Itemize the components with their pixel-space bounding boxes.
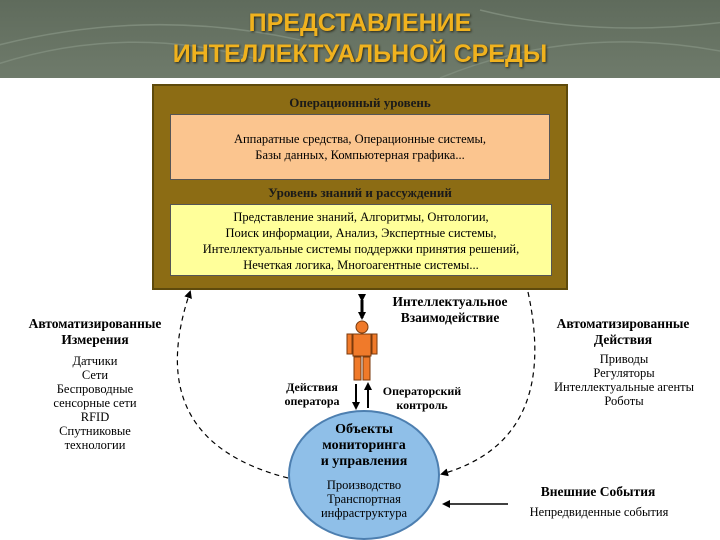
- levels-frame: Операционный уровень Аппаратные средства…: [152, 84, 568, 290]
- knowledge-level-label: Уровень знаний и рассуждений: [268, 185, 452, 200]
- list-item: Беспроводные: [56, 382, 134, 396]
- list-item: Интеллектуальные агенты: [553, 380, 694, 394]
- measurement-loop-arrow: [176, 290, 289, 479]
- knowledge-item: Поиск информации, Анализ, Экспертные сис…: [225, 226, 497, 240]
- operator-control-line-2: контроль: [396, 398, 448, 412]
- operational-item: Аппаратные средства, Операционные систем…: [233, 132, 487, 146]
- objects-title-line-3: и управления: [320, 454, 408, 469]
- actions-list: Приводы Регуляторы Интеллектуальные аген…: [536, 352, 712, 408]
- person-icon: [346, 320, 378, 381]
- title-line-2: ИНТЕЛЛЕКТУАЛЬНОЙ СРЕДЫ: [172, 40, 548, 68]
- operator-actions-line-2: оператора: [284, 394, 340, 408]
- title-line-1: ПРЕДСТАВЛЕНИЕ: [248, 9, 472, 37]
- operational-level-label: Операционный уровень: [289, 95, 431, 110]
- list-item: Транспортная: [327, 492, 401, 506]
- measurements-title: Автоматизированные Измерения: [0, 316, 190, 348]
- knowledge-level-box: Представление знаний, Алгоритмы, Онтолог…: [170, 204, 552, 276]
- measurements-title-line-2: Измерения: [61, 332, 129, 347]
- operator-actions-line-1: Действия: [286, 380, 338, 394]
- header-bar: ПРЕДСТАВЛЕНИЕ ИНТЕЛЛЕКТУАЛЬНОЙ СРЕДЫ: [0, 0, 720, 78]
- list-item: инфраструктура: [320, 506, 408, 520]
- list-item: сенсорные сети: [53, 396, 137, 410]
- page-title: ПРЕДСТАВЛЕНИЕ ИНТЕЛЛЕКТУАЛЬНОЙ СРЕДЫ: [0, 8, 720, 70]
- list-item: Производство: [326, 478, 402, 492]
- list-item: Приводы: [599, 352, 649, 366]
- interaction-line-2: Взаимодействие: [400, 310, 500, 325]
- knowledge-item: Представление знаний, Алгоритмы, Онтолог…: [233, 210, 489, 224]
- objects-title: Объекты мониторинга и управления: [288, 422, 440, 470]
- operational-level-box: Аппаратные средства, Операционные систем…: [170, 114, 550, 180]
- operator-control-label: Операторский контроль: [372, 384, 472, 412]
- measurements-list: Датчики Сети Беспроводные сенсорные сети…: [20, 354, 170, 452]
- knowledge-item: Интеллектуальные системы поддержки приня…: [202, 242, 520, 256]
- operator-control-line-1: Операторский: [382, 384, 462, 398]
- actions-title: Автоматизированные Действия: [528, 316, 718, 348]
- objects-title-line-2: мониторинга: [322, 438, 406, 453]
- measurements-title-line-1: Автоматизированные: [28, 316, 162, 331]
- external-events-subtitle: Непредвиденные события: [529, 505, 669, 519]
- list-item: Спутниковые: [59, 424, 131, 438]
- list-item: технологии: [64, 438, 126, 452]
- operational-item: Базы данных, Компьютерная графика...: [255, 148, 465, 162]
- list-item: Регуляторы: [593, 366, 655, 380]
- external-events-title: Внешние События: [540, 484, 656, 499]
- header-decoration: [0, 9, 720, 78]
- interaction-label: Интеллектуальное Взаимодействие: [370, 294, 530, 326]
- actions-title-line-1: Автоматизированные: [556, 316, 690, 331]
- list-item: Роботы: [604, 394, 644, 408]
- knowledge-item: Нечеткая логика, Многоагентные системы..…: [243, 258, 479, 272]
- action-loop-arrow: [440, 291, 536, 477]
- objects-circle: [288, 410, 440, 540]
- interaction-line-1: Интеллектуальное: [392, 294, 508, 309]
- objects-list: Производство Транспортная инфраструктура: [288, 478, 440, 520]
- operator-actions-label: Действия оператора: [272, 380, 352, 408]
- objects-title-line-1: Объекты: [335, 422, 393, 437]
- list-item: RFID: [80, 410, 110, 424]
- list-item: Датчики: [72, 354, 118, 368]
- actions-title-line-2: Действия: [593, 332, 653, 347]
- list-item: Сети: [81, 368, 109, 382]
